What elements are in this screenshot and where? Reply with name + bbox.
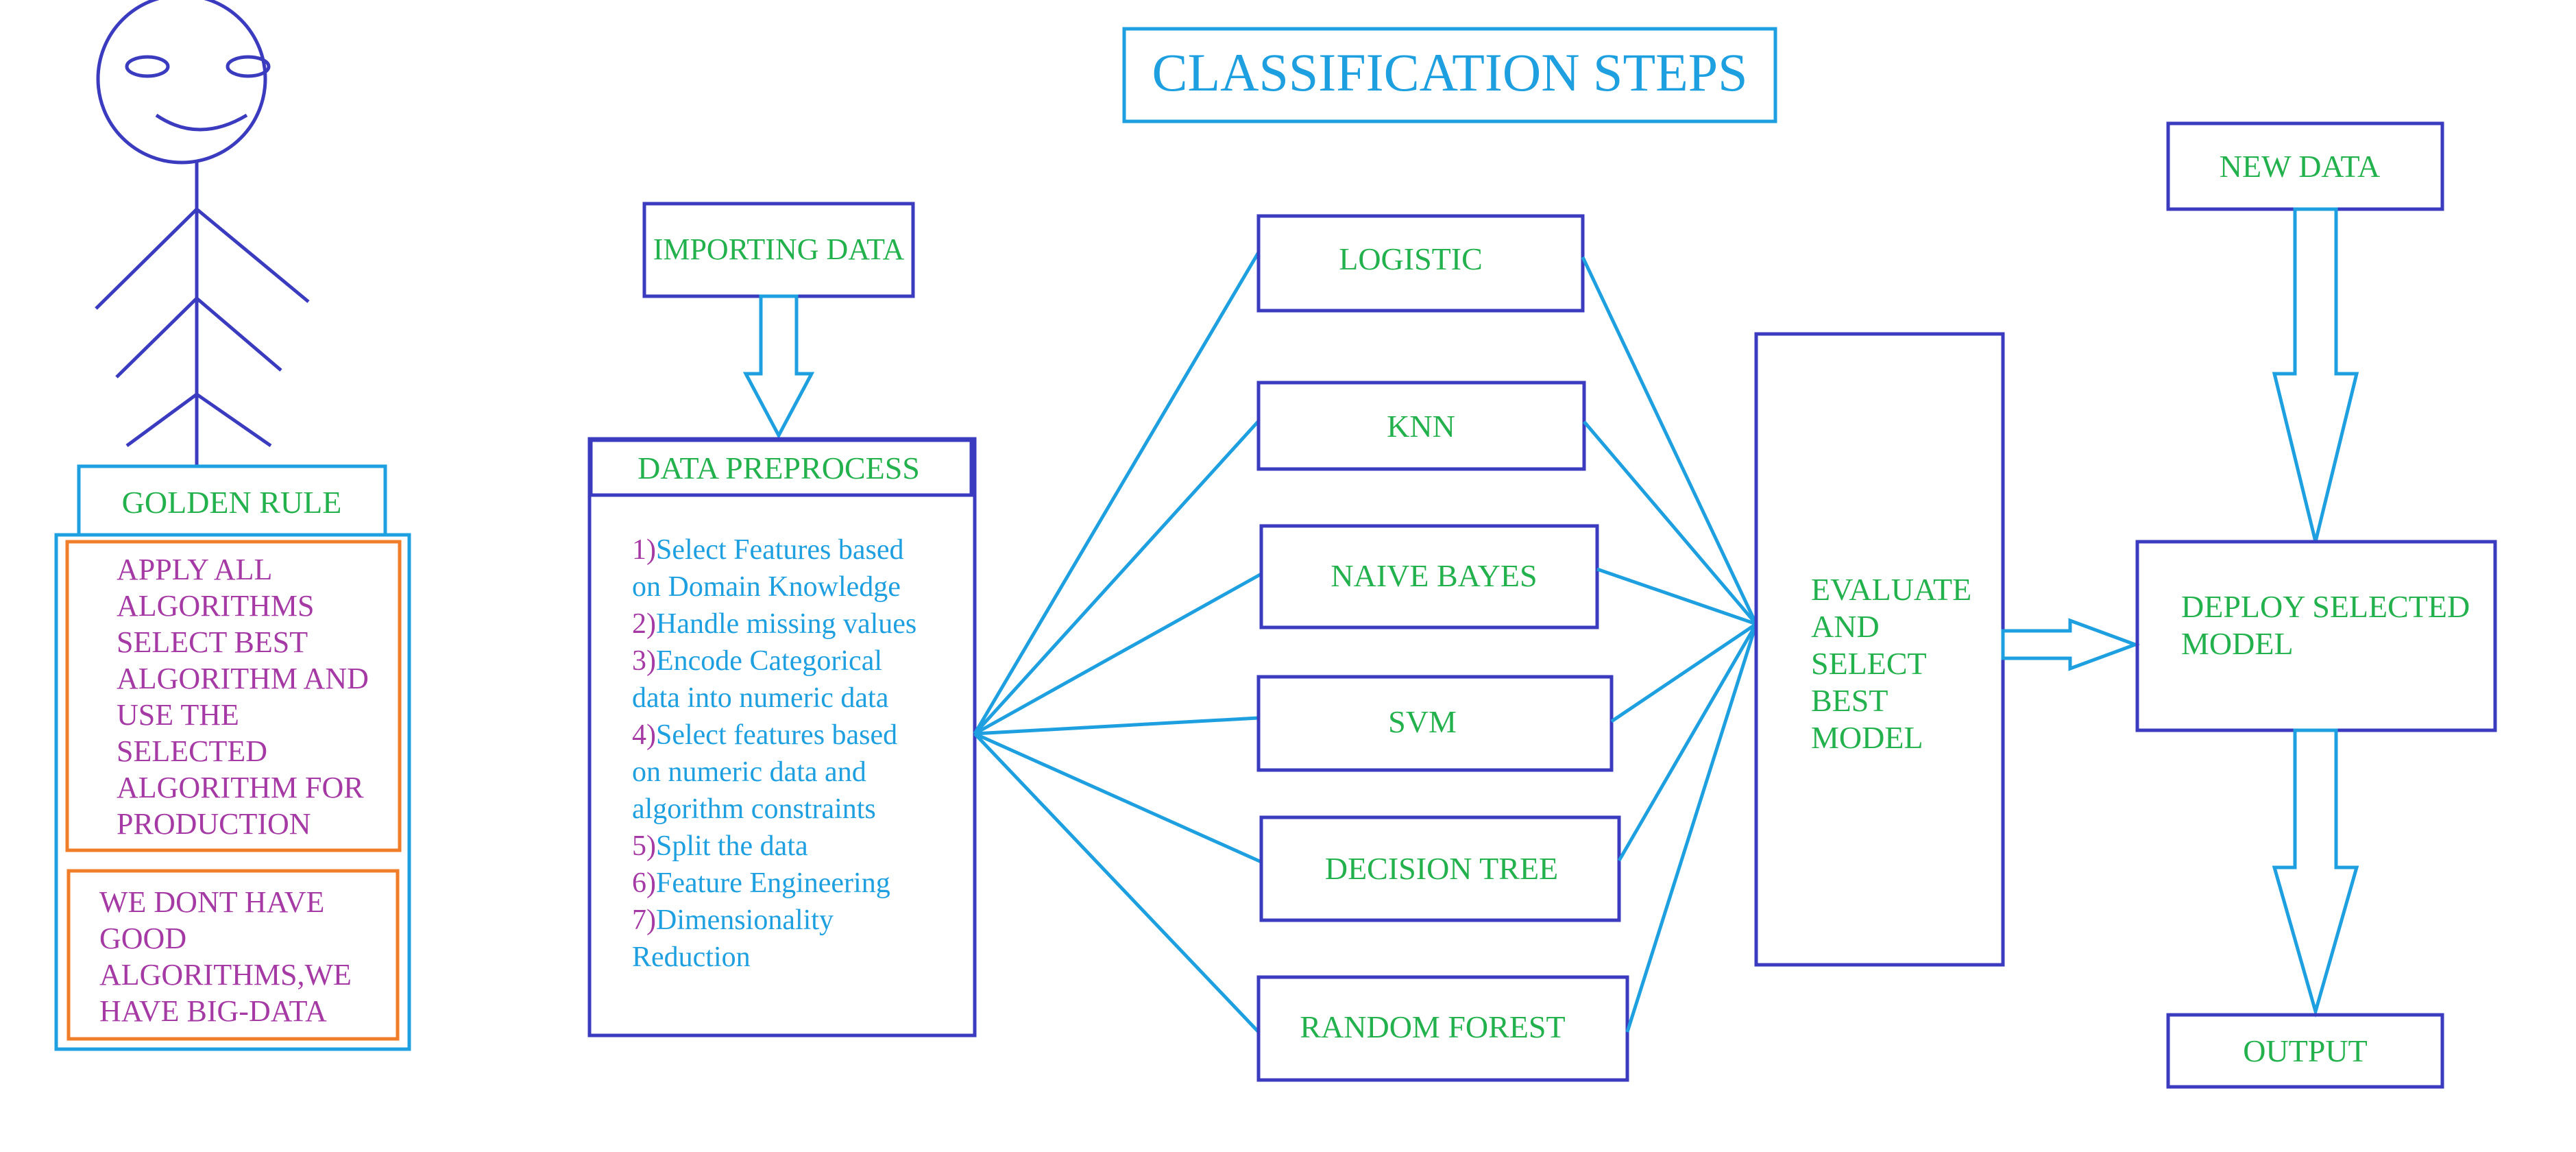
preprocess-to-algorithm-lines xyxy=(973,251,1263,1033)
golden-rule-outer-box xyxy=(54,533,411,1051)
golden-rule-note2-box xyxy=(66,869,400,1041)
connector-line xyxy=(1625,623,1758,1033)
preprocess-step: 6)Feature Engineering xyxy=(632,867,890,899)
connector-line xyxy=(973,572,1263,736)
figure-branch-left xyxy=(115,297,198,379)
new-data-label: NEW DATA xyxy=(2220,149,2380,184)
preprocess-heading-box xyxy=(589,438,973,497)
deploy-line: MODEL xyxy=(2181,626,2294,661)
connector-line xyxy=(1610,622,1758,723)
figure-smile xyxy=(155,113,248,132)
figure-leg-right xyxy=(195,392,272,448)
figure-branch-right xyxy=(195,297,282,372)
note1-line: SELECT BEST xyxy=(117,625,308,659)
preprocess-step: 7)Dimensionality xyxy=(632,904,834,936)
note1-line: USE THE xyxy=(117,698,239,732)
figure-arm-left xyxy=(95,208,198,310)
new-data-to-deploy-arrow xyxy=(2272,207,2359,542)
note1-line: ALGORITHMS xyxy=(117,589,314,623)
note2-line: GOOD xyxy=(99,922,186,955)
output-box xyxy=(2166,1013,2444,1089)
golden-rule-note1-box xyxy=(65,540,402,852)
connector-line xyxy=(973,732,1263,864)
output-label: OUTPUT xyxy=(2243,1033,2367,1068)
evaluate-line: SELECT xyxy=(1811,646,1927,681)
preprocess-step-cont: on Domain Knowledge xyxy=(632,571,901,603)
evaluate-line: EVALUATE xyxy=(1811,572,1971,607)
note1-line: SELECTED xyxy=(117,734,267,768)
preprocess-steps: 1)Select Features based on Domain Knowle… xyxy=(632,534,916,973)
golden-rule-note1: APPLY ALL ALGORITHMS SELECT BEST ALGORIT… xyxy=(117,553,376,841)
note2-line: HAVE BIG-DATA xyxy=(99,994,327,1028)
algorithm-label: RANDOM FOREST xyxy=(1300,1009,1565,1044)
figure-arm-right xyxy=(195,208,310,303)
golden-rule-heading: GOLDEN RULE xyxy=(122,485,342,520)
algorithm-label: DECISION TREE xyxy=(1325,851,1558,886)
connector-line xyxy=(1617,623,1758,862)
preprocess-step-cont: data into numeric data xyxy=(632,682,889,714)
note2-line: WE DONT HAVE xyxy=(99,885,324,919)
evaluate-line: BEST xyxy=(1811,683,1888,718)
preprocess-step: 4)Select features based xyxy=(632,719,897,751)
algorithm-box-naive-bayes xyxy=(1259,524,1599,629)
connector-line xyxy=(973,251,1261,735)
deploy-label: DEPLOY SELECTED MODEL xyxy=(2181,589,2478,661)
algorithm-box-decision-tree xyxy=(1259,815,1621,922)
connector-line xyxy=(973,420,1260,735)
evaluate-to-deploy-arrow xyxy=(2001,618,2141,671)
evaluate-label: EVALUATE AND SELECT BEST MODEL xyxy=(1811,572,1980,755)
note1-line: ALGORITHM AND xyxy=(117,662,369,695)
preprocess-step: 3)Encode Categorical xyxy=(632,645,882,677)
algorithm-box-svm xyxy=(1256,675,1614,772)
evaluate-line: AND xyxy=(1811,609,1880,644)
algorithm-label: LOGISTIC xyxy=(1339,241,1483,276)
algorithm-label: NAIVE BAYES xyxy=(1330,558,1537,593)
stick-figure xyxy=(95,0,310,466)
note1-line: ALGORITHM FOR xyxy=(117,771,364,804)
algorithm-label: SVM xyxy=(1388,704,1457,739)
evaluate-line: MODEL xyxy=(1811,720,1923,755)
title-text: CLASSIFICATION STEPS xyxy=(1152,43,1747,102)
figure-head xyxy=(96,0,267,165)
connector-line xyxy=(1596,567,1757,626)
importing-data-label: IMPORTING DATA xyxy=(653,232,905,266)
figure-left-eye xyxy=(125,55,170,78)
algorithm-box-knn xyxy=(1256,381,1586,471)
preprocess-heading: DATA PREPROCESS xyxy=(637,451,920,485)
algorithm-to-evaluate-lines xyxy=(1581,256,1758,1033)
preprocess-step: 1)Select Features based xyxy=(632,534,904,566)
algorithm-label: KNN xyxy=(1387,409,1455,444)
connector-line xyxy=(974,716,1259,736)
preprocess-step-cont: algorithm constraints xyxy=(632,793,876,825)
connector-line xyxy=(1581,256,1758,625)
connector-line xyxy=(1583,420,1758,625)
figure-right-eye xyxy=(226,55,271,78)
deploy-to-output-arrow xyxy=(2272,728,2359,1018)
preprocess-step-cont: Reduction xyxy=(632,941,751,973)
preprocess-step-cont: on numeric data and xyxy=(632,756,866,788)
algorithm-box-logistic xyxy=(1256,214,1585,313)
preprocess-step: 2)Handle missing values xyxy=(632,608,916,640)
import-to-preprocess-arrow xyxy=(742,294,815,440)
note1-line: APPLY ALL xyxy=(117,553,271,586)
preprocess-step: 5)Split the data xyxy=(632,830,808,862)
golden-rule-note2: WE DONT HAVE GOOD ALGORITHMS,WE HAVE BIG… xyxy=(99,885,359,1028)
note2-line: ALGORITHMS,WE xyxy=(99,958,352,992)
connector-line xyxy=(973,732,1260,1033)
figure-leg-left xyxy=(125,392,198,448)
note1-line: PRODUCTION xyxy=(117,807,311,841)
deploy-line: DEPLOY SELECTED xyxy=(2181,589,2470,624)
title-box xyxy=(1122,27,1777,123)
